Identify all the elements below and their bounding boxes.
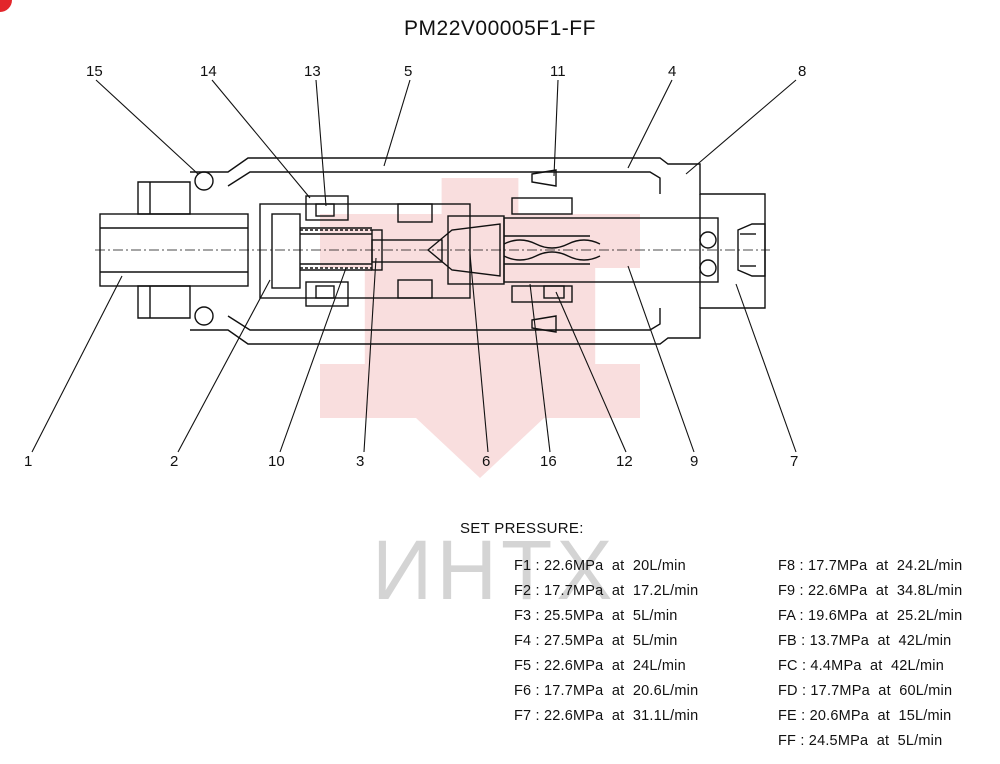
part-15-o-ring-top — [194, 171, 214, 191]
part-15-o-ring-bottom — [194, 306, 214, 326]
spec-row: FC : 4.4MPa at 42L/min — [778, 658, 944, 674]
spec-row: FA : 19.6MPa at 25.2L/min — [778, 608, 963, 624]
callout-15: 15 — [86, 63, 103, 80]
callout-6: 6 — [482, 453, 490, 470]
part-2-housing — [259, 203, 471, 299]
valve-drawing — [95, 157, 770, 345]
callout-11: 11 — [550, 63, 566, 80]
part-13-block-top — [305, 195, 349, 221]
spec-row: F1 : 22.6MPa at 20L/min — [514, 558, 686, 574]
part-13-block-bottom — [305, 281, 349, 307]
callout-2: 2 — [170, 453, 178, 470]
callout-14: 14 — [200, 63, 217, 80]
part-12-retainer-top — [511, 197, 573, 215]
part-11-seat-top — [531, 169, 557, 187]
hex-nut-bottom — [137, 285, 191, 319]
callout-1: 1 — [24, 453, 32, 470]
callout-numbers: 15 14 13 5 11 4 8 1 2 10 3 6 16 12 9 7 — [24, 63, 806, 470]
callout-10: 10 — [268, 453, 285, 470]
callout-9: 9 — [690, 453, 698, 470]
leader-lines — [31, 79, 797, 453]
spec-row: F5 : 22.6MPa at 24L/min — [514, 658, 686, 674]
part-10-inner-spring — [300, 227, 372, 271]
spec-row: FE : 20.6MPa at 15L/min — [778, 708, 952, 724]
set-pressure-label: SET PRESSURE: — [460, 520, 584, 537]
callout-5: 5 — [404, 63, 412, 80]
watermark-text: ИНТХ — [372, 523, 617, 617]
spec-row: FD : 17.7MPa at 60L/min — [778, 683, 953, 699]
part-11-seat-bottom — [531, 315, 557, 333]
callout-7: 7 — [790, 453, 798, 470]
part-4-body — [190, 157, 766, 345]
part-5-sleeve-top — [227, 171, 661, 194]
callout-3: 3 — [356, 453, 364, 470]
drawing-title: PM22V00005F1-FF — [404, 17, 596, 40]
callout-16: 16 — [540, 453, 557, 470]
callout-4: 4 — [668, 63, 676, 80]
hex-nut-top — [137, 181, 191, 215]
spec-row: F2 : 17.7MPa at 17.2L/min — [514, 583, 699, 599]
callout-8: 8 — [798, 63, 806, 80]
callout-12: 12 — [616, 453, 633, 470]
spec-row: FF : 24.5MPa at 5L/min — [778, 733, 943, 749]
part-7-adjusting-screw — [737, 223, 766, 277]
spec-row: FB : 13.7MPa at 42L/min — [778, 633, 952, 649]
part-5-sleeve-bottom — [227, 308, 661, 331]
spec-row: F7 : 22.6MPa at 31.1L/min — [514, 708, 699, 724]
spec-row: F9 : 22.6MPa at 34.8L/min — [778, 583, 963, 599]
spec-row: F4 : 27.5MPa at 5L/min — [514, 633, 678, 649]
spec-row: F8 : 17.7MPa at 24.2L/min — [778, 558, 963, 574]
callout-13: 13 — [304, 63, 321, 80]
spec-row: F6 : 17.7MPa at 20.6L/min — [514, 683, 699, 699]
part-12-retainer-bottom — [511, 285, 573, 303]
spec-row: F3 : 25.5MPa at 5L/min — [514, 608, 678, 624]
